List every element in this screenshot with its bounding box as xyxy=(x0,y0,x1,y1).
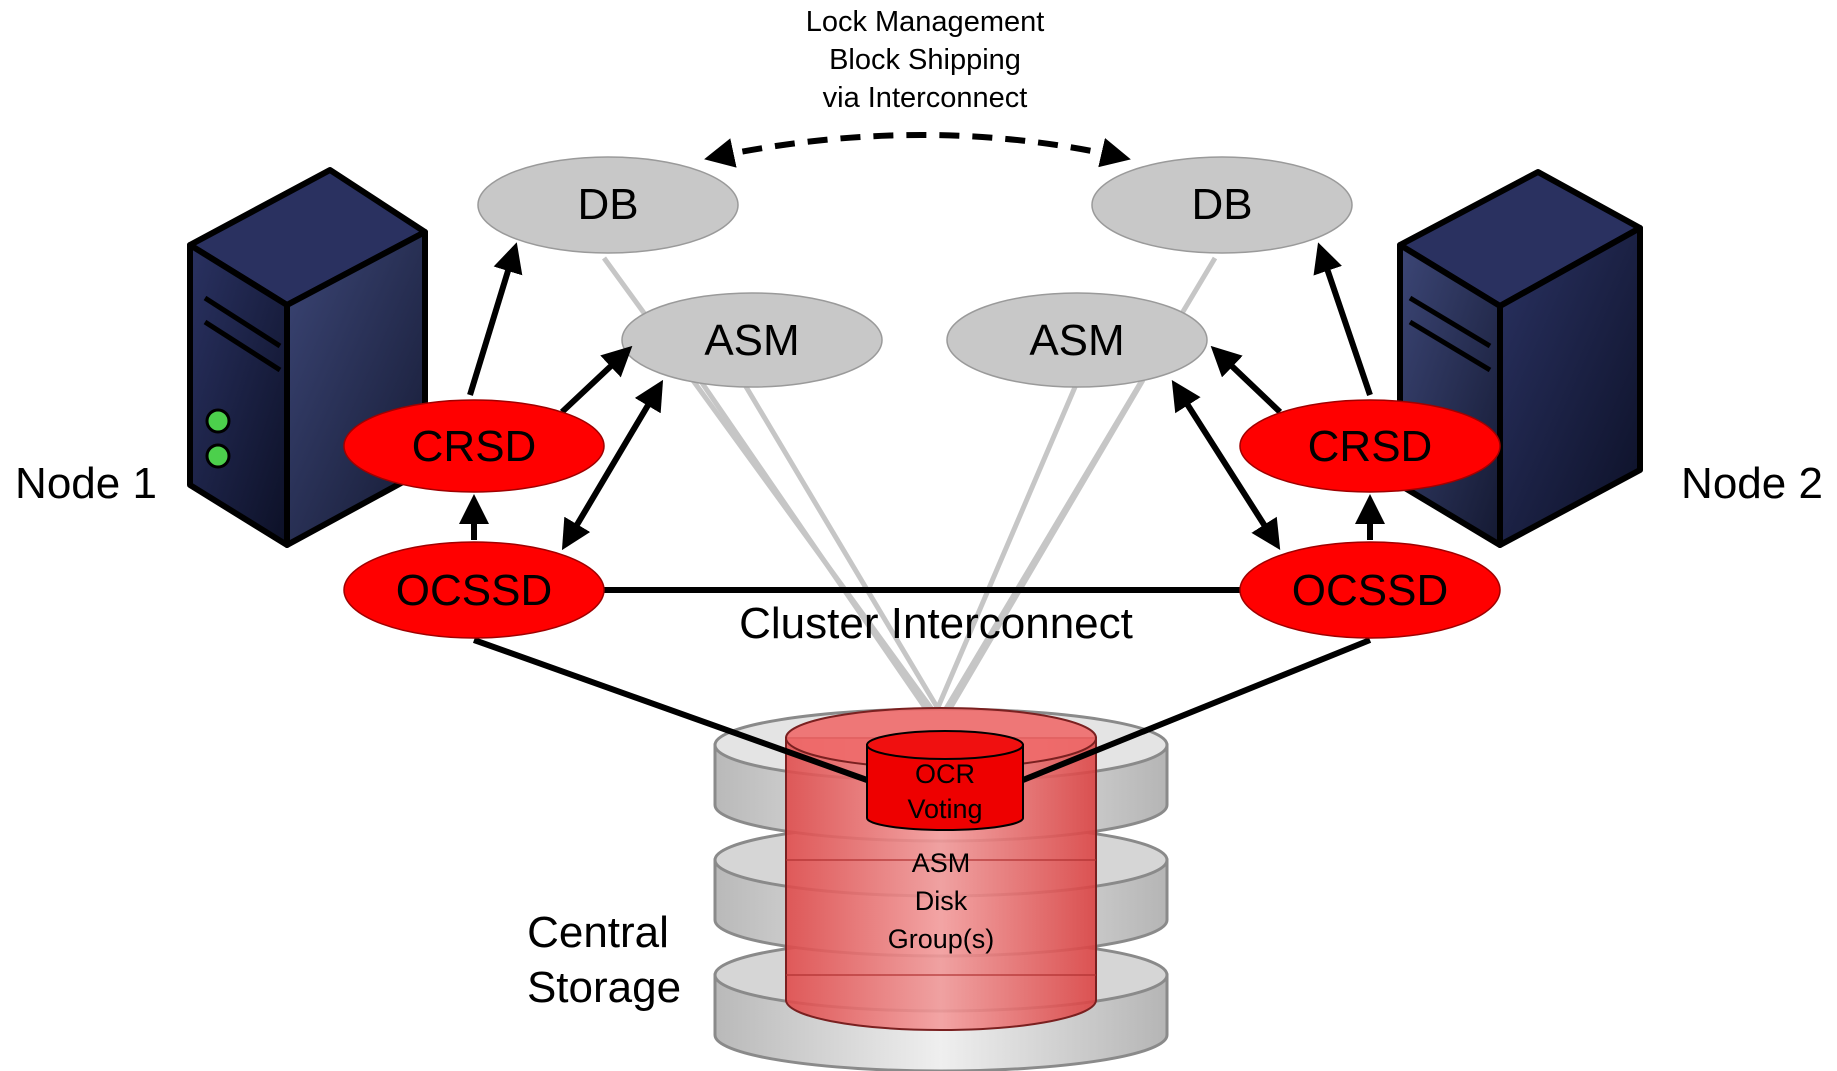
node-1-label: Node 1 xyxy=(15,459,157,508)
asm-node-1-label: ASM xyxy=(704,316,799,365)
lock-management-label: Lock Management xyxy=(806,6,1045,38)
server-tower-icon xyxy=(187,167,428,548)
crsd-node-1 xyxy=(343,399,605,493)
ocssd-node-1 xyxy=(343,541,605,639)
lock-management-arc xyxy=(704,132,1131,168)
asm1-to-storage-line-b xyxy=(739,378,943,714)
cluster-interconnect-label: Cluster Interconnect xyxy=(739,599,1133,648)
asm-disk-group-label-line3: Group(s) xyxy=(888,924,995,954)
central-storage-label-line1: Central xyxy=(527,908,669,957)
block-shipping-label: Block Shipping xyxy=(829,44,1021,76)
asm2-to-storage-line-a xyxy=(933,379,1081,713)
asm-node-2-label: ASM xyxy=(1029,316,1124,365)
server-tower-icon xyxy=(1397,169,1643,548)
node-2-label: Node 2 xyxy=(1681,459,1823,508)
crsd1-to-asm1-arrow xyxy=(559,345,633,415)
ocssd-node-1-label: OCSSD xyxy=(396,566,552,615)
db-node-2 xyxy=(1091,156,1353,254)
central-storage-label-line2: Storage xyxy=(527,963,681,1012)
ocssd-to-storage-lines xyxy=(472,637,1372,783)
db-node-1 xyxy=(477,156,739,254)
crsd2-to-db2-arrow xyxy=(1313,242,1373,396)
asm-node-2 xyxy=(946,292,1208,388)
crsd2-to-asm2-arrow xyxy=(1210,345,1283,415)
asm-disk-group-label-line1: ASM xyxy=(912,848,971,878)
voting-label: Voting xyxy=(907,794,982,824)
ocssd1-asm1-arrow xyxy=(561,379,664,551)
ocssd2-asm2-arrow xyxy=(1171,379,1281,551)
daemon-arrows xyxy=(459,242,1385,551)
asm2-to-storage-line-b xyxy=(945,378,1146,714)
via-interconnect-label: via Interconnect xyxy=(823,82,1028,114)
asm-node-1 xyxy=(621,292,883,388)
ocssd-node-2-label: OCSSD xyxy=(1292,566,1448,615)
asm1-to-storage-line-a xyxy=(697,378,931,714)
asm-disk-group-label-line2: Disk xyxy=(915,886,968,916)
ocssd2-to-ocr-line xyxy=(1021,637,1372,783)
db-node-1-label: DB xyxy=(577,180,638,229)
crsd-node-2 xyxy=(1239,399,1501,493)
ocr-label: OCR xyxy=(915,759,975,789)
ocssd1-to-ocr-line xyxy=(472,637,869,783)
ocssd-node-2 xyxy=(1239,541,1501,639)
crsd1-to-db1-arrow xyxy=(467,242,523,396)
crsd-node-1-label: CRSD xyxy=(412,422,537,471)
db-node-2-label: DB xyxy=(1191,180,1252,229)
crsd-node-2-label: CRSD xyxy=(1308,422,1433,471)
ocr-voting-cylinder xyxy=(866,730,1024,831)
